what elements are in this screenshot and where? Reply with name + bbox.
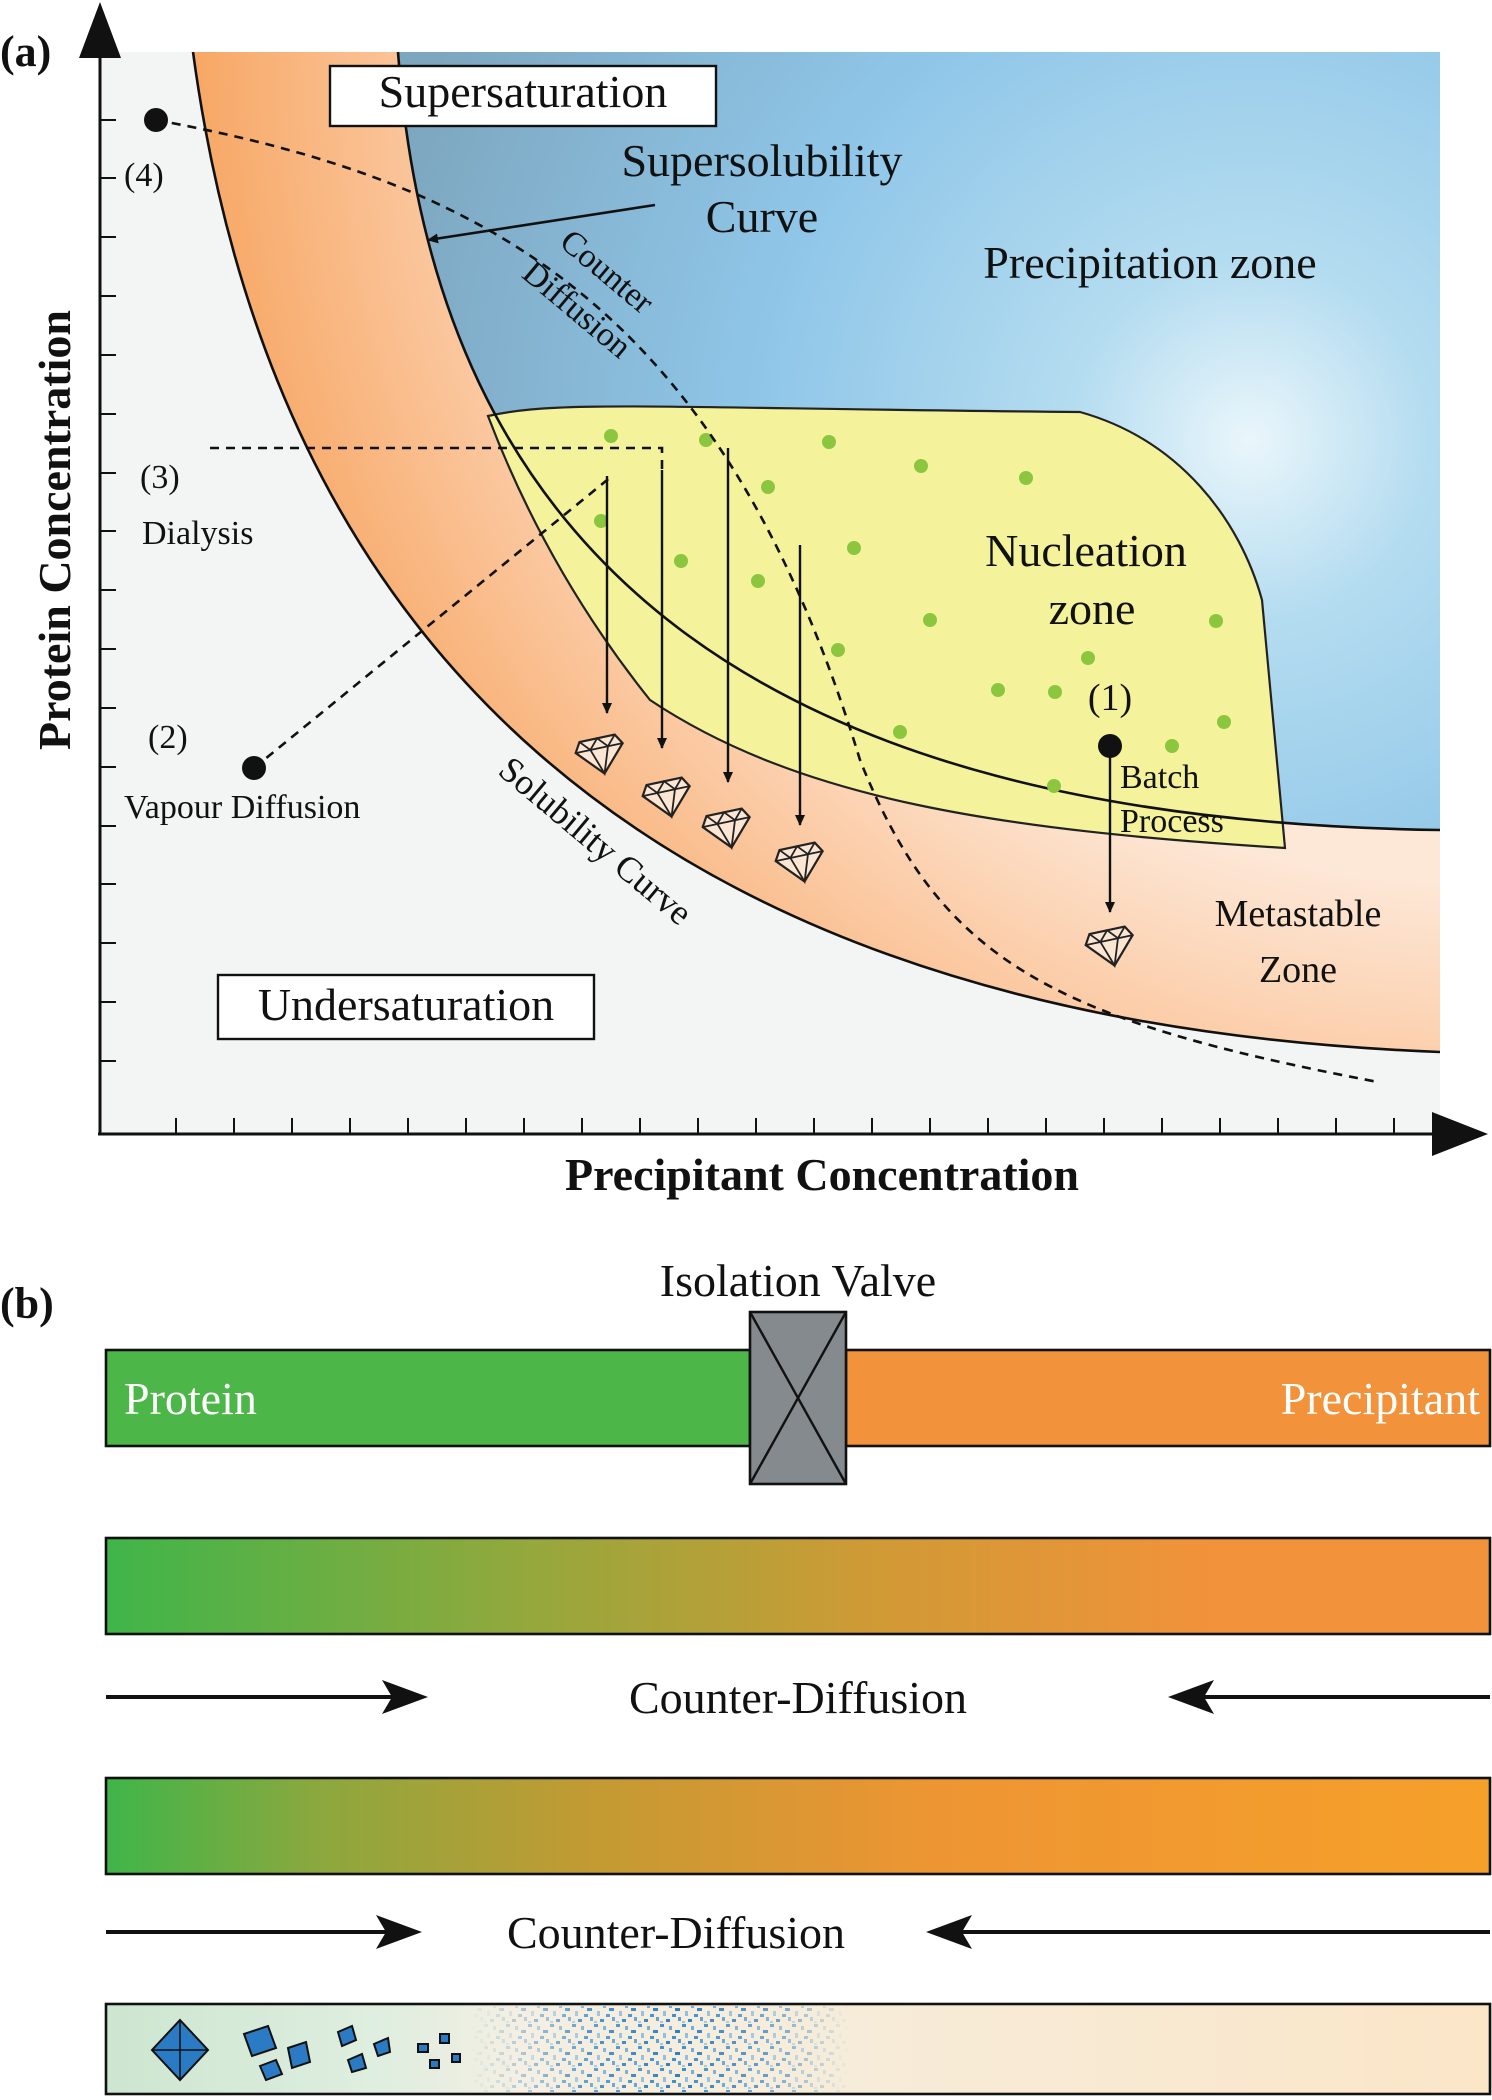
solubility-curve-line bbox=[191, 51, 1441, 1054]
panel-b-label: (b) bbox=[0, 1279, 54, 1328]
nuclei-dots bbox=[594, 429, 1231, 793]
method-4-number: (4) bbox=[124, 157, 164, 194]
grown-crystals bbox=[150, 2018, 461, 2082]
protein-flow-arrowhead-2 bbox=[376, 1915, 422, 1949]
y-axis-ticks bbox=[100, 119, 116, 1062]
precipitant-flow-arrowhead-2 bbox=[926, 1915, 972, 1949]
protein-label: Protein bbox=[124, 1373, 257, 1424]
precipitation-zone-label: Precipitation zone bbox=[983, 237, 1316, 288]
metastable-zone-label-line2: Zone bbox=[1259, 949, 1337, 991]
precipitate-noise-region bbox=[470, 2006, 850, 2092]
protein-chamber bbox=[104, 1348, 752, 1448]
vapour-diffusion-path bbox=[253, 474, 613, 770]
nucleation-zone-region bbox=[486, 405, 1287, 850]
valve-cross-icon bbox=[748, 1311, 848, 1485]
diffusion-bar-early bbox=[104, 1536, 1492, 1636]
nucleation-zone-label-line2: zone bbox=[1049, 583, 1136, 634]
method-3-name: Dialysis bbox=[142, 515, 253, 552]
precipitant-label: Precipitant bbox=[1281, 1373, 1480, 1424]
method-1-number: (1) bbox=[1088, 677, 1132, 719]
y-axis-label: Protein Concentration bbox=[29, 310, 80, 750]
y-axis-arrowhead bbox=[79, 2, 121, 58]
precipitant-flow-arrowhead-1 bbox=[1168, 1680, 1214, 1714]
method-points bbox=[144, 108, 1122, 780]
method-2-number: (2) bbox=[148, 719, 188, 756]
x-axis-label: Precipitant Concentration bbox=[565, 1149, 1079, 1200]
supersolubility-label-line1: Supersolubility bbox=[621, 135, 902, 186]
nucleation-zone-label-line1: Nucleation bbox=[985, 525, 1187, 576]
metastable-zone-label-line1: Metastable bbox=[1215, 893, 1382, 935]
dialysis-path bbox=[210, 446, 664, 470]
supersolubility-pointer-arrow bbox=[427, 203, 656, 244]
supersolubility-curve-line bbox=[396, 51, 1441, 832]
method-2-name: Vapour Diffusion bbox=[124, 789, 360, 826]
diffusion-bar-late bbox=[104, 1776, 1492, 1876]
counter-diffusion-label-2: Counter-Diffusion bbox=[507, 1907, 845, 1958]
method-3-number: (3) bbox=[140, 459, 180, 496]
undersaturation-label: Undersaturation bbox=[258, 979, 554, 1030]
supersaturation-label: Supersaturation bbox=[379, 66, 668, 117]
method-1-name-line1: Batch bbox=[1120, 759, 1199, 796]
counter-diffusion-schematic: (b) Isolation Valve Protein Precipitant … bbox=[0, 1255, 1492, 2096]
supersolubility-label-line2: Curve bbox=[706, 191, 818, 242]
x-axis-ticks bbox=[175, 1118, 1395, 1134]
panel-a-label: (a) bbox=[0, 27, 51, 76]
method-1-name-line2: Process bbox=[1120, 803, 1224, 840]
supersaturation-box bbox=[328, 64, 718, 128]
precipitant-chamber bbox=[844, 1348, 1492, 1448]
isolation-valve-label: Isolation Valve bbox=[660, 1255, 936, 1306]
protein-flow-arrowhead-1 bbox=[382, 1680, 428, 1714]
undersaturation-box bbox=[216, 973, 596, 1041]
concentration-drop-arrows bbox=[602, 448, 1115, 913]
counter-diffusion-label-1: Counter-Diffusion bbox=[629, 1672, 967, 1723]
phase-diagram: (a) Protein Concentration Precipitant Co… bbox=[0, 2, 1488, 1200]
x-axis-arrowhead bbox=[1432, 1112, 1488, 1156]
